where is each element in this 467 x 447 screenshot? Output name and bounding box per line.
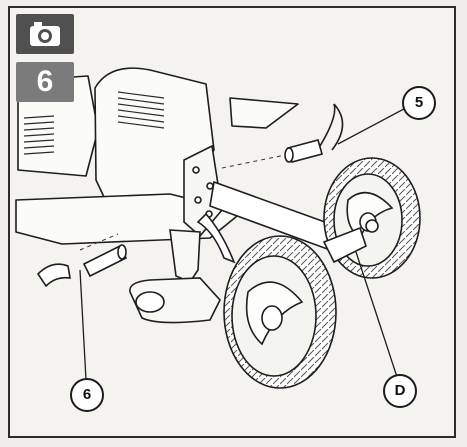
- retaining-clip: [36, 244, 128, 288]
- step-number: 6: [16, 62, 74, 102]
- vent-slots: [23, 91, 165, 155]
- mounting-bracket: [183, 144, 223, 238]
- camera-icon: [16, 14, 74, 54]
- hitch-pin: [284, 103, 344, 163]
- front-wheel: [223, 235, 337, 389]
- callout-clip: 6: [70, 378, 104, 412]
- support-leg: [129, 229, 221, 324]
- assembly-guides: [79, 153, 291, 251]
- axle-hub: [322, 219, 379, 264]
- callout-pin: 5: [402, 86, 436, 120]
- callout-axle: D: [383, 374, 417, 408]
- step-indicator: 6: [16, 14, 74, 102]
